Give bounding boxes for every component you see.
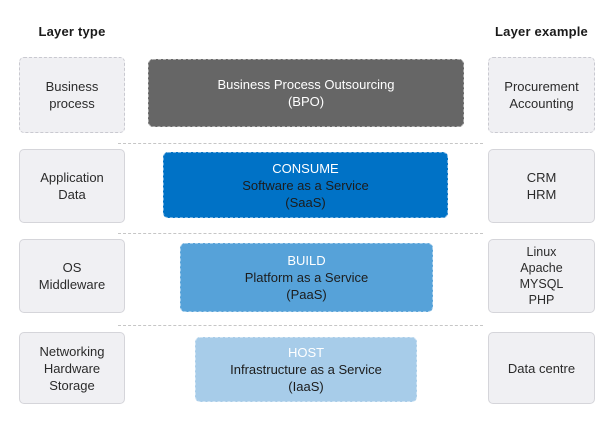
layer-example-line: Data centre [507,360,576,376]
layer-type-line: process [49,96,95,111]
row-separator [118,143,483,144]
center-abbr-line: (SaaS) [285,194,326,210]
layer-example-line: PHP [528,293,555,307]
center-title-line: Platform as a Service [244,270,369,285]
center-title-line: Business Process Outsourcing [217,77,395,92]
layer-type-line: Hardware [43,360,101,376]
layer-example-line: Procurement [504,79,579,94]
layer-type-line: OS [62,260,82,275]
center-box-paas: BUILD Platform as a Service (PaaS) [180,243,433,312]
row-separator [118,233,483,234]
layer-type-box-business-process: Business process [19,57,125,133]
row-separator [118,325,483,326]
layer-type-line: Networking [39,343,105,359]
center-abbr-line: (BPO) [287,94,325,109]
center-title-line: Software as a Service [242,177,369,193]
layer-example-line: CRM [526,170,557,185]
layer-example-box-saas: CRM HRM [488,149,595,223]
layer-type-box-os-middleware: OS Middleware [19,239,125,313]
center-keyword: HOST [287,345,325,360]
layer-type-line: Data [58,187,86,202]
layer-type-box-application-data: Application Data [19,149,125,223]
layer-example-box-bpo: Procurement Accounting [488,57,595,133]
layer-example-header: Layer example [495,23,588,39]
layer-example-line: MYSQL [519,277,564,291]
center-box-iaas: HOST Infrastructure as a Service (IaaS) [195,337,417,402]
center-abbr-line: (PaaS) [286,287,327,302]
layer-example-box-iaas: Data centre [488,332,595,404]
layer-example-box-paas: Linux Apache MYSQL PHP [488,239,595,313]
layer-type-line: Storage [49,377,95,393]
layer-type-box-networking-hardware-storage: Networking Hardware Storage [19,332,125,404]
layer-example-line: Accounting [509,96,574,111]
layer-example-line: Linux [526,245,557,259]
layer-example-line: HRM [526,187,557,202]
center-abbr-line: (IaaS) [288,379,324,394]
layer-type-line: Application [40,170,104,185]
layer-type-line: Business [45,79,99,94]
center-title-line: Infrastructure as a Service [230,362,382,377]
center-box-bpo: Business Process Outsourcing (BPO) [148,59,464,127]
center-keyword: BUILD [287,253,326,268]
center-keyword: CONSUME [272,160,339,176]
layer-example-line: Apache [520,261,563,275]
layer-type-header: Layer type [38,23,106,39]
center-box-saas: CONSUME Software as a Service (SaaS) [163,152,448,218]
layer-type-line: Middleware [38,277,106,292]
